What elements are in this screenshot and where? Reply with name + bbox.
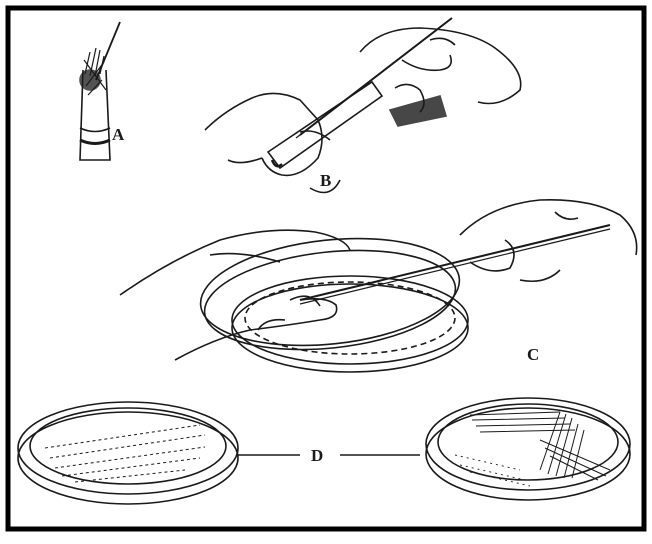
- label-a: A: [112, 125, 125, 144]
- label-d: D: [311, 446, 323, 465]
- label-c: C: [527, 345, 539, 364]
- label-b: B: [320, 171, 331, 190]
